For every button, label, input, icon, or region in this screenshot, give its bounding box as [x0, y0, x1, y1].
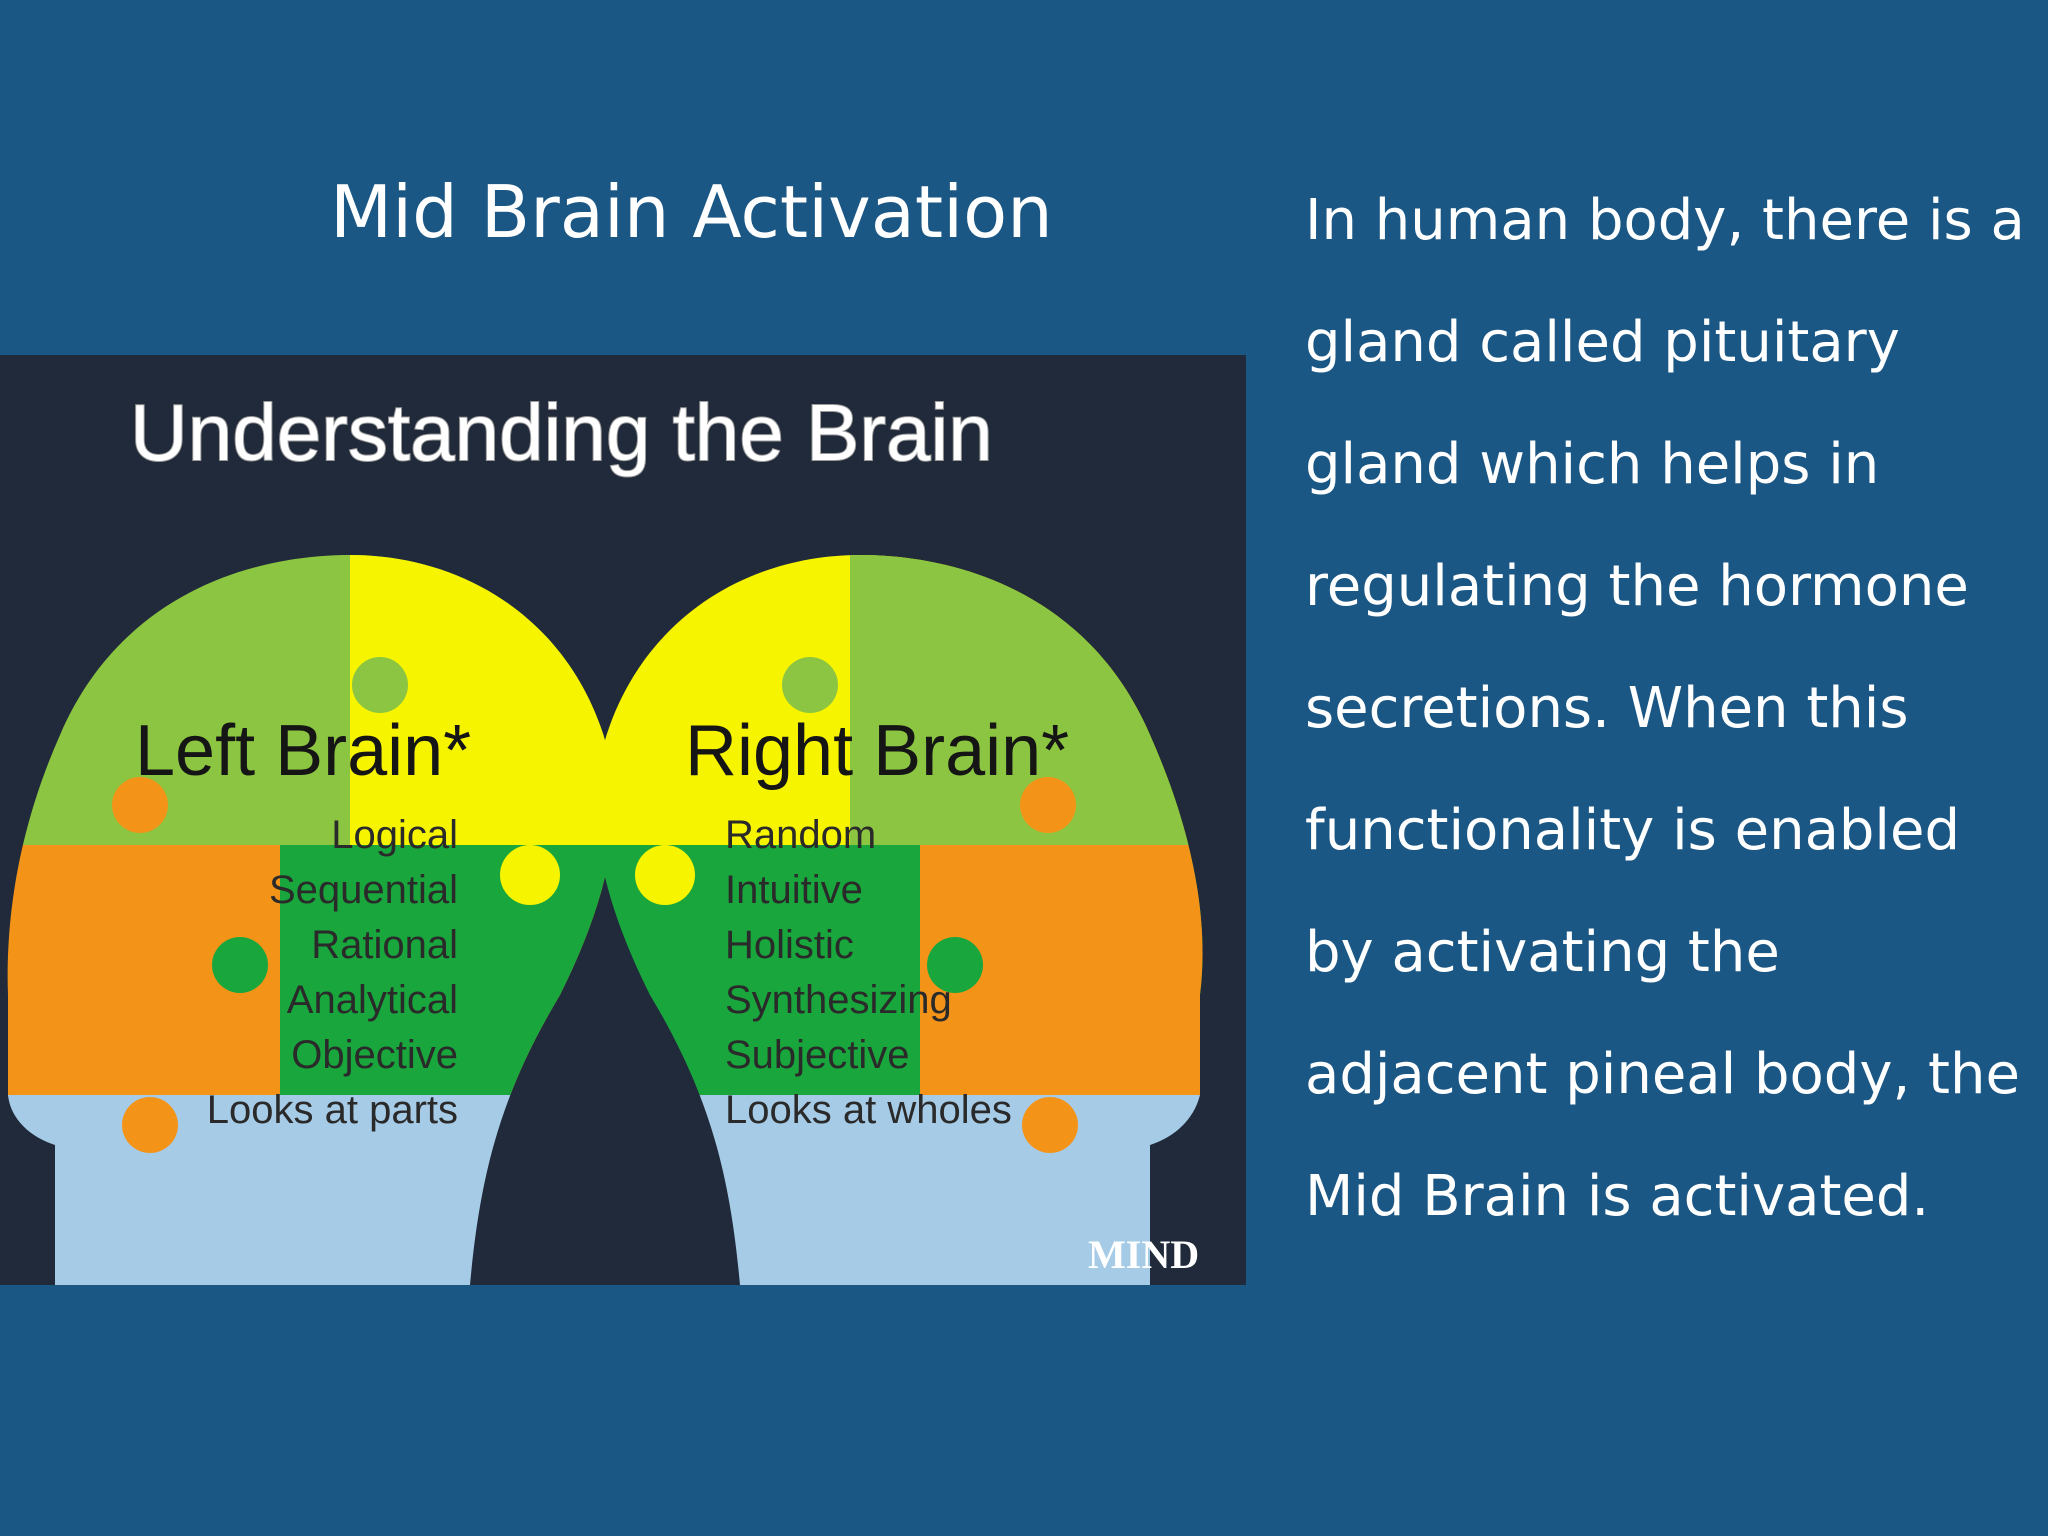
left-trait: Logical: [331, 813, 458, 857]
right-trait: Intuitive: [725, 868, 863, 912]
figure-title: Understanding the Brain: [130, 388, 993, 477]
slide-paragraph: In human body, there is a gland called p…: [1305, 188, 2025, 1229]
slide-title: Mid Brain Activation: [330, 170, 1053, 254]
left-knob-green: [352, 657, 408, 713]
right-trait: Holistic: [725, 923, 854, 967]
left-trait: Sequential: [269, 868, 458, 912]
right-brain-label: Right Brain*: [685, 711, 1069, 791]
right-knob-dark-green: [927, 937, 983, 993]
right-trait: Synthesizing: [725, 978, 952, 1022]
right-trait: Random: [725, 813, 876, 857]
right-knob-green: [782, 657, 838, 713]
left-knob-dark-green: [212, 937, 268, 993]
left-trait: Rational: [311, 923, 458, 967]
left-trait: Objective: [291, 1033, 458, 1077]
right-trait: Looks at wholes: [725, 1088, 1012, 1132]
mind-logo: MIND: [1088, 1232, 1199, 1277]
left-traits: Logical Sequential Rational Analytical O…: [207, 813, 458, 1132]
brain-illustration: Understanding the Brain Left Brain* Righ…: [7, 387, 1203, 1285]
left-knob-orange: [112, 777, 168, 833]
left-knob-blue: [314, 1119, 366, 1171]
right-knob-orange: [1020, 777, 1076, 833]
right-knob-orange-lower: [1022, 1097, 1078, 1153]
brain-figure: Understanding the Brain Left Brain* Righ…: [0, 355, 1246, 1285]
left-brain-label: Left Brain*: [135, 711, 471, 791]
right-traits: Random Intuitive Holistic Synthesizing S…: [725, 813, 1012, 1132]
right-trait: Subjective: [725, 1033, 910, 1077]
left-knob-yellow: [500, 845, 560, 905]
left-trait: Looks at parts: [207, 1088, 458, 1132]
left-trait: Analytical: [287, 978, 458, 1022]
left-knob-orange-lower: [122, 1097, 178, 1153]
right-knob-yellow: [635, 845, 695, 905]
right-head: [595, 555, 1203, 1285]
